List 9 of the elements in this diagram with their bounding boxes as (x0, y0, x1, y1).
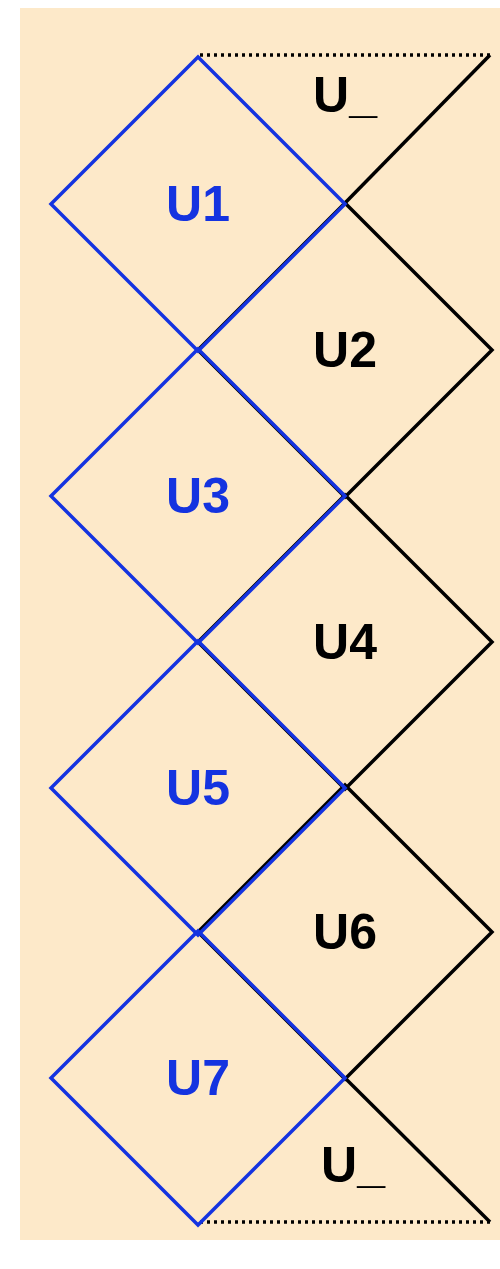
node-label: U3 (166, 471, 230, 521)
node-label: U6 (313, 907, 377, 957)
node-label: U2 (313, 325, 377, 375)
node-label: U_ (321, 1140, 385, 1190)
node-label: U4 (313, 617, 377, 667)
node-label: U1 (166, 179, 230, 229)
node-label: U_ (313, 70, 377, 120)
node-label: U7 (166, 1053, 230, 1103)
node-label: U5 (166, 763, 230, 813)
